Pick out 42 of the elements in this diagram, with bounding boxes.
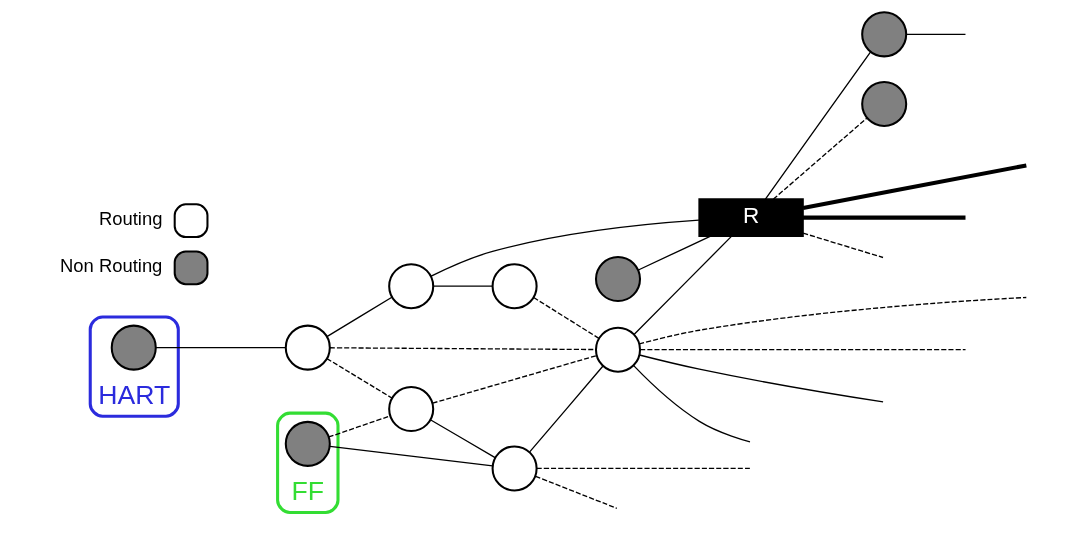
cluster: HART: [88, 315, 180, 418]
legend-label: Non Routing: [59, 255, 162, 277]
connector: [429, 419, 496, 459]
connector: [532, 296, 600, 340]
node-circle: [860, 11, 907, 58]
connector: [639, 349, 966, 351]
connector: [638, 354, 884, 403]
connector: [905, 33, 966, 36]
connector: [638, 296, 1027, 345]
connector: [764, 51, 871, 200]
node-circle: [491, 445, 538, 492]
connector: [534, 475, 617, 509]
node-circle: [110, 324, 157, 371]
connector: [154, 346, 286, 349]
connector: [802, 163, 1027, 210]
connector: [632, 364, 751, 443]
connector: [802, 215, 965, 220]
connector: [528, 365, 604, 453]
connector: [328, 445, 493, 467]
node-circle: [387, 386, 434, 433]
legend-label: Routing: [98, 208, 162, 230]
connector: [772, 117, 867, 200]
node-circle: [860, 80, 907, 127]
connector: [632, 235, 732, 336]
connector: [535, 467, 751, 470]
node-circle: [284, 420, 331, 467]
node-circle: [594, 256, 641, 303]
connector: [637, 235, 711, 271]
connector: [325, 296, 393, 338]
node-circle: [284, 324, 331, 371]
connector: [328, 347, 596, 351]
node-box: R: [697, 198, 804, 238]
connector: [431, 354, 597, 404]
node-circle: [491, 263, 538, 310]
connector: [430, 219, 700, 277]
connector: [802, 232, 884, 259]
cluster: FF: [275, 411, 340, 514]
node-circle: [594, 326, 641, 373]
node-circle: [387, 263, 434, 310]
connector: [432, 285, 493, 287]
connector: [325, 357, 393, 399]
connector: [327, 415, 391, 438]
